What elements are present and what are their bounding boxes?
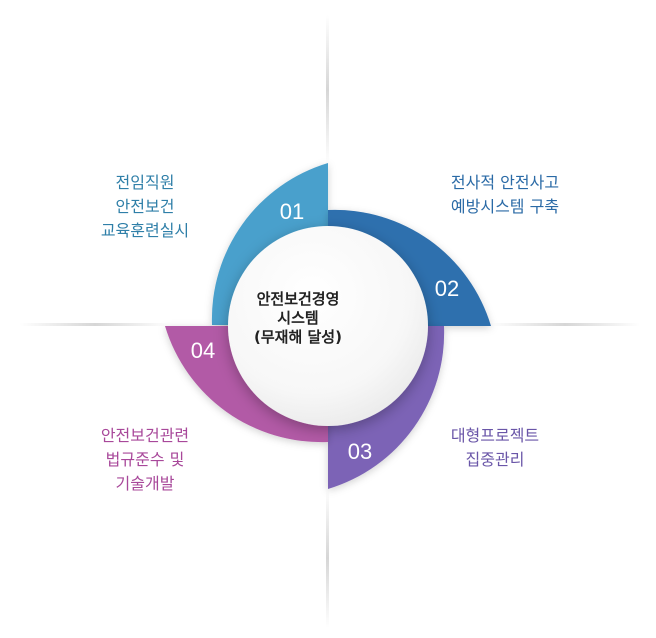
segment-label-03: 대형프로젝트 집중관리 <box>425 424 565 472</box>
segment-number-04: 04 <box>191 338 215 363</box>
segment-label-01-line-3: 교육훈련실시 <box>100 221 190 240</box>
center-circle <box>228 226 428 426</box>
segment-label-01-line-2: 안전보건 <box>115 197 175 216</box>
segment-number-01: 01 <box>280 199 304 224</box>
segment-number-03: 03 <box>348 439 372 464</box>
divider-horizontal-left <box>20 323 170 326</box>
segment-label-02-line-2: 예방시스템 구축 <box>450 197 560 216</box>
divider-vertical-bottom <box>326 488 329 628</box>
segment-label-01-line-1: 전임직원 <box>115 173 175 192</box>
divider-vertical-top <box>326 15 329 165</box>
center-title-line-1: 안전보건경영 <box>256 290 340 308</box>
segment-label-02-line-1: 전사적 안전사고 <box>450 173 560 192</box>
segment-label-03-line-1: 대형프로젝트 <box>450 426 540 445</box>
segment-label-04-line-1: 안전보건관련 <box>100 426 190 445</box>
center-title: 안전보건경영 시스템 (무재해 달성) <box>232 290 364 347</box>
segment-label-04-line-2: 법규준수 및 <box>105 450 185 469</box>
center-title-line-3: (무재해 달성) <box>254 328 342 346</box>
segment-label-04-line-3: 기술개발 <box>115 474 175 493</box>
segment-label-02: 전사적 안전사고 예방시스템 구축 <box>420 171 590 219</box>
segment-label-03-line-2: 집중관리 <box>465 450 525 469</box>
center-title-line-2: 시스템 <box>277 309 319 327</box>
segment-number-02: 02 <box>435 276 459 301</box>
segment-label-04: 안전보건관련 법규준수 및 기술개발 <box>70 424 220 496</box>
divider-horizontal-right <box>490 323 640 326</box>
segment-label-01: 전임직원 안전보건 교육훈련실시 <box>80 171 210 243</box>
